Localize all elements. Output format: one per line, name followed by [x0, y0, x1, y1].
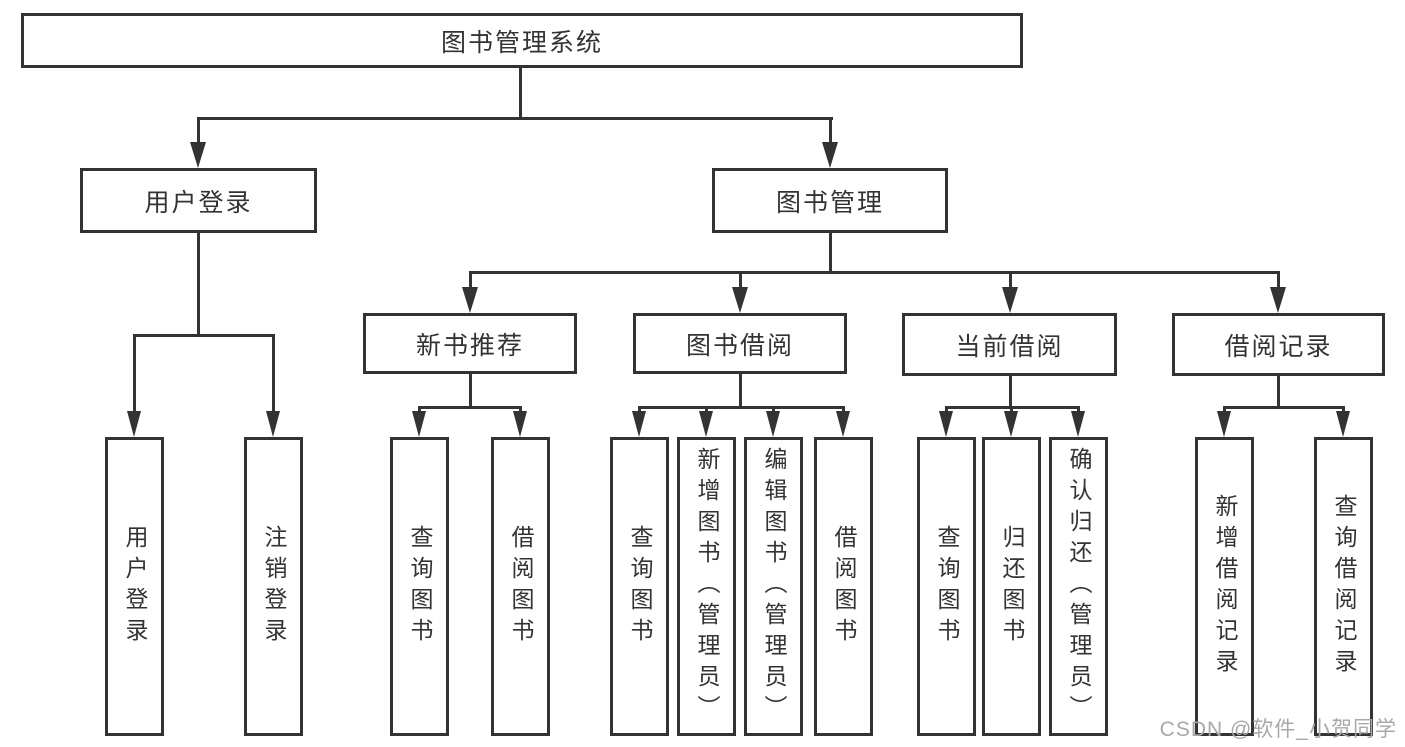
- arrow-down-icon: [822, 142, 838, 168]
- arrow-down-icon: [632, 411, 646, 437]
- node-library-management-system: 图书管理系统: [21, 13, 1023, 68]
- leaf-label: 注销登录: [261, 524, 287, 649]
- leaf-label: 新增图书（管理员）: [694, 447, 720, 726]
- leaf-query-borrow-record: 查询借阅记录: [1314, 437, 1373, 736]
- node-label: 用户登录: [144, 188, 253, 217]
- leaf-label: 查询借阅记录: [1331, 493, 1357, 680]
- node-label: 新书推荐: [415, 331, 524, 360]
- connector-line: [1009, 271, 1012, 291]
- connector-line: [133, 334, 275, 337]
- connector-line: [1277, 376, 1280, 409]
- connector-line: [739, 374, 742, 409]
- connector-line: [197, 117, 833, 120]
- leaf-label: 查询图书: [627, 524, 653, 649]
- node-book-borrowing: 图书借阅: [633, 313, 847, 374]
- leaf-label: 借阅图书: [508, 524, 534, 649]
- csdn-watermark: CSDN @软件_小贺同学: [1159, 718, 1397, 741]
- arrow-down-icon: [766, 411, 780, 437]
- node-label: 当前借阅: [955, 332, 1064, 361]
- arrow-down-icon: [732, 287, 748, 313]
- arrow-down-icon: [266, 411, 280, 437]
- leaf-label: 新增借阅记录: [1212, 493, 1238, 680]
- leaf-confirm-return-admin: 确认归还（管理员）: [1049, 437, 1108, 736]
- leaf-label: 借阅图书: [831, 524, 857, 649]
- leaf-borrow-books: 借阅图书: [814, 437, 873, 736]
- arrow-down-icon: [1004, 411, 1018, 437]
- node-user-login-branch: 用户登录: [80, 168, 317, 233]
- node-label: 借阅记录: [1224, 332, 1333, 361]
- node-new-book-recommendation: 新书推荐: [363, 313, 577, 374]
- connector-line: [197, 233, 200, 337]
- node-label: 图书管理: [775, 188, 884, 217]
- arrow-down-icon: [1002, 287, 1018, 313]
- leaf-borrow-books-recommend: 借阅图书: [491, 437, 550, 736]
- leaf-label: 编辑图书（管理员）: [761, 447, 787, 726]
- node-book-management-branch: 图书管理: [712, 168, 948, 233]
- connector-line: [638, 406, 845, 409]
- leaf-label: 用户登录: [122, 524, 148, 649]
- leaf-add-borrow-record: 新增借阅记录: [1195, 437, 1254, 736]
- connector-line: [1009, 376, 1012, 409]
- arrow-down-icon: [1270, 287, 1286, 313]
- connector-line: [469, 271, 1279, 274]
- arrow-down-icon: [190, 142, 206, 168]
- connector-line: [418, 406, 522, 409]
- leaf-logout: 注销登录: [244, 437, 303, 736]
- leaf-label: 确认归还（管理员）: [1066, 447, 1092, 726]
- leaf-label: 归还图书: [999, 524, 1025, 649]
- node-borrowing-records: 借阅记录: [1172, 313, 1385, 376]
- connector-line: [1277, 271, 1280, 291]
- connector-line: [469, 374, 472, 409]
- arrow-down-icon: [1336, 411, 1350, 437]
- leaf-edit-books-admin: 编辑图书（管理员）: [744, 437, 803, 736]
- node-label: 图书借阅: [685, 331, 794, 360]
- leaf-user-login: 用户登录: [105, 437, 164, 736]
- connector-line: [519, 68, 522, 119]
- connector-line: [829, 233, 832, 274]
- node-current-borrowing: 当前借阅: [902, 313, 1117, 376]
- leaf-return-books: 归还图书: [982, 437, 1041, 736]
- node-label: 图书管理系统: [440, 28, 603, 57]
- leaf-add-books-admin: 新增图书（管理员）: [677, 437, 736, 736]
- connector-line: [469, 271, 472, 291]
- connector-line: [197, 117, 200, 147]
- connector-line: [739, 271, 742, 291]
- arrow-down-icon: [412, 411, 426, 437]
- leaf-query-books-borrow: 查询图书: [610, 437, 669, 736]
- leaf-label: 查询图书: [407, 524, 433, 649]
- arrow-down-icon: [699, 411, 713, 437]
- connector-line: [272, 334, 275, 414]
- arrow-down-icon: [127, 411, 141, 437]
- arrow-down-icon: [1217, 411, 1231, 437]
- arrow-down-icon: [1071, 411, 1085, 437]
- connector-line: [133, 334, 136, 414]
- connector-line: [1223, 406, 1345, 409]
- leaf-query-books-recommend: 查询图书: [390, 437, 449, 736]
- arrow-down-icon: [939, 411, 953, 437]
- leaf-label: 查询图书: [934, 524, 960, 649]
- arrow-down-icon: [462, 287, 478, 313]
- connector-line: [829, 117, 832, 147]
- arrow-down-icon: [513, 411, 527, 437]
- arrow-down-icon: [836, 411, 850, 437]
- leaf-query-books-current: 查询图书: [917, 437, 976, 736]
